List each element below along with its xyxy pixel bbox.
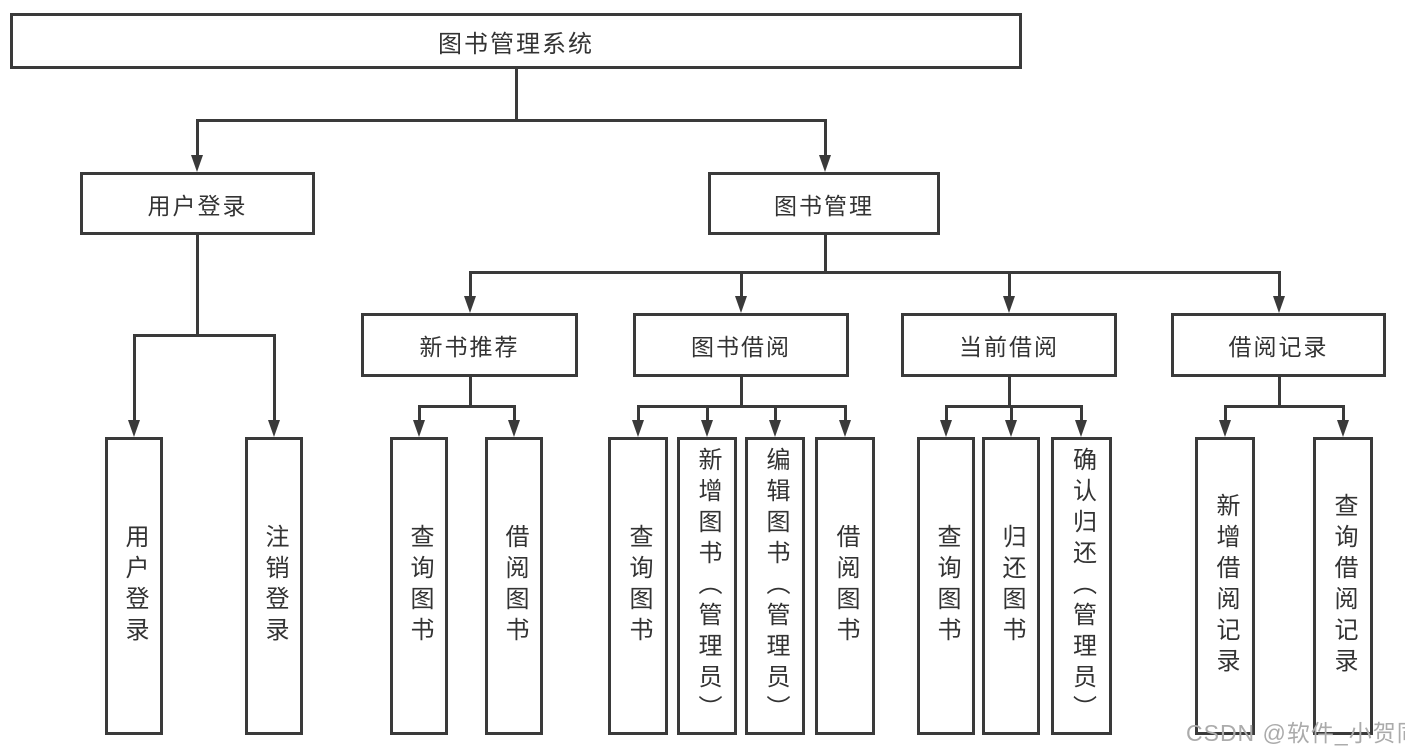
connector-line [468,270,1281,274]
arrowhead-down-icon [413,420,425,437]
arrowhead-down-icon [1219,420,1231,437]
node-leaf-query-books: 查询图书 [390,437,448,735]
node-book-management: 图书管理 [708,172,940,235]
connector-line [944,406,948,423]
connector-line [636,406,640,423]
arrowhead-down-icon [940,420,952,437]
node-user-login: 用户登录 [80,172,315,235]
arrowhead-down-icon [735,296,747,313]
node-leaf-borrow-books: 借阅图书 [485,437,543,735]
watermark: CSDN @软件_小贺同学 [1186,720,1405,746]
connector-line [1277,272,1281,299]
connector-line [1277,377,1281,408]
node-leaf-borrow-books: 借阅图书 [815,437,875,735]
connector-line [132,333,276,337]
arrowhead-down-icon [839,420,851,437]
connector-line [636,404,847,408]
node-new-book-recommendation: 新书推荐 [361,313,578,377]
arrowhead-down-icon [632,420,644,437]
arrowhead-down-icon [128,420,140,437]
arrowhead-down-icon [1273,296,1285,313]
connector-line [1009,406,1013,423]
connector-line [843,406,847,423]
node-leaf-confirm-return-admin: 确认归还（管理员） [1051,437,1112,735]
connector-line [1223,406,1227,423]
arrowhead-down-icon [508,420,520,437]
arrowhead-down-icon [1005,420,1017,437]
connector-line [272,335,276,423]
node-current-borrowing: 当前借阅 [901,313,1117,377]
connector-line [417,406,421,423]
connector-line [514,69,518,122]
connector-line [468,272,472,299]
connector-line [944,404,1083,408]
connector-line [1223,404,1345,408]
arrowhead-down-icon [769,420,781,437]
connector-line [132,335,136,423]
connector-line [417,404,516,408]
arrowhead-down-icon [268,420,280,437]
arrowhead-down-icon [1075,420,1087,437]
connector-line [195,118,827,122]
node-leaf-query-borrow-record: 查询借阅记录 [1313,437,1373,735]
connector-line [823,120,827,157]
node-leaf-user-login: 用户登录 [105,437,163,735]
connector-line [773,406,777,423]
connector-line [739,272,743,299]
node-leaf-add-borrow-record: 新增借阅记录 [1195,437,1255,735]
arrowhead-down-icon [819,155,831,172]
node-leaf-edit-books-admin: 编辑图书（管理员） [745,437,805,735]
arrowhead-down-icon [1337,420,1349,437]
node-book-borrowing: 图书借阅 [633,313,849,377]
connector-line [1007,377,1011,408]
node-leaf-query-books: 查询图书 [608,437,668,735]
node-borrowing-records: 借阅记录 [1171,313,1386,377]
connector-line [739,377,743,408]
arrowhead-down-icon [1003,296,1015,313]
arrowhead-down-icon [701,420,713,437]
connector-line [705,406,709,423]
connector-line [512,406,516,423]
arrowhead-down-icon [464,296,476,313]
node-leaf-add-books-admin: 新增图书（管理员） [677,437,737,735]
node-leaf-return-books: 归还图书 [982,437,1040,735]
connector-line [468,377,472,408]
connector-line [823,235,827,274]
node-leaf-query-books: 查询图书 [917,437,975,735]
node-library-management-system: 图书管理系统 [10,13,1022,69]
connector-line [195,235,199,337]
connector-line [195,120,199,157]
connector-line [1341,406,1345,423]
arrowhead-down-icon [191,155,203,172]
connector-line [1007,272,1011,299]
node-leaf-logout: 注销登录 [245,437,303,735]
connector-line [1079,406,1083,423]
